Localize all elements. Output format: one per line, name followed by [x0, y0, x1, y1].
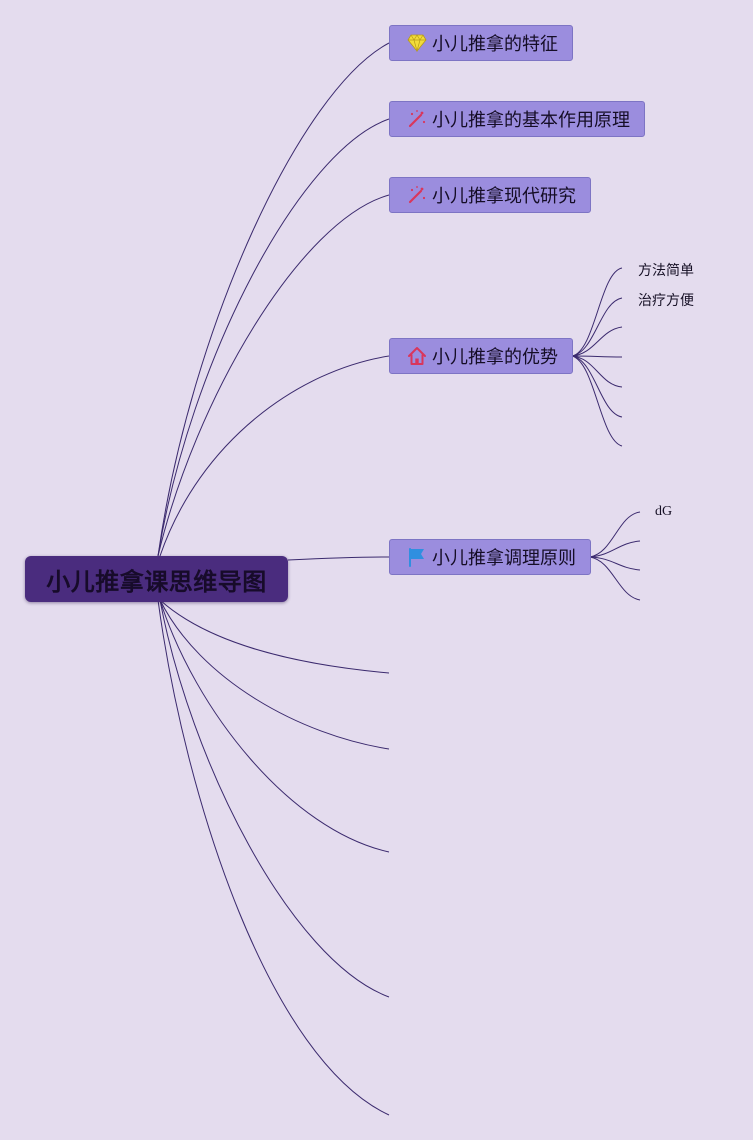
- connector-advantage-6: [571, 355, 623, 418]
- connector-root-branch-8: [159, 599, 390, 853]
- connector-principle-1: [589, 511, 641, 558]
- magic-wand-icon: [406, 108, 428, 130]
- connector-advantage-3: [571, 326, 623, 357]
- house-icon: [406, 345, 428, 367]
- topic-features[interactable]: 小儿推拿的特征: [389, 25, 573, 61]
- magic-wand-icon: [406, 184, 428, 206]
- topic-modern-research-label: 小儿推拿现代研究: [432, 186, 576, 207]
- connector-root-branch-10: [157, 599, 390, 1116]
- connector-advantage-1: [571, 267, 623, 357]
- connector-advantage-4: [571, 355, 623, 358]
- topic-modern-research[interactable]: 小儿推拿现代研究: [389, 177, 591, 213]
- topic-principles-of-action-label: 小儿推拿的基本作用原理: [432, 110, 630, 131]
- diamond-icon: [406, 32, 428, 54]
- subtopic-convenient-treatment-label: 治疗方便: [638, 294, 694, 309]
- topic-advantages-label: 小儿推拿的优势: [432, 347, 558, 368]
- topic-features-label: 小儿推拿的特征: [432, 34, 558, 55]
- root-topic-label: 小儿推拿课思维导图: [46, 567, 267, 596]
- subtopic-convenient-treatment[interactable]: 治疗方便: [638, 290, 694, 310]
- topic-regulation-principles[interactable]: 小儿推拿调理原则: [389, 539, 591, 575]
- connector-root-topic-3: [157, 194, 390, 557]
- subtopic-dg-label: dG: [655, 504, 673, 519]
- subtopic-dg[interactable]: dG: [655, 504, 672, 520]
- subtopic-simple-method[interactable]: 方法简单: [638, 260, 694, 280]
- connector-root-branch-9: [159, 599, 390, 998]
- connector-advantage-2: [571, 297, 623, 357]
- connector-root-topic-1: [157, 42, 390, 557]
- flag-icon: [406, 546, 428, 568]
- topic-principles-of-action[interactable]: 小儿推拿的基本作用原理: [389, 101, 645, 137]
- connector-advantage-5: [571, 355, 623, 388]
- connector-advantage-7: [571, 355, 623, 447]
- root-topic[interactable]: 小儿推拿课思维导图: [25, 556, 288, 602]
- connector-root-topic-4: [159, 355, 390, 557]
- subtopic-simple-method-label: 方法简单: [638, 264, 694, 279]
- topic-advantages[interactable]: 小儿推拿的优势: [389, 338, 573, 374]
- connector-root-branch-7: [159, 599, 390, 750]
- connector-root-topic-5: [287, 556, 390, 561]
- connector-principle-3: [589, 556, 641, 571]
- connector-root-topic-2: [157, 118, 390, 557]
- connector-principle-4: [589, 556, 641, 601]
- topic-regulation-principles-label: 小儿推拿调理原则: [432, 548, 576, 569]
- connector-principle-2: [589, 540, 641, 558]
- connector-root-branch-6: [159, 599, 390, 674]
